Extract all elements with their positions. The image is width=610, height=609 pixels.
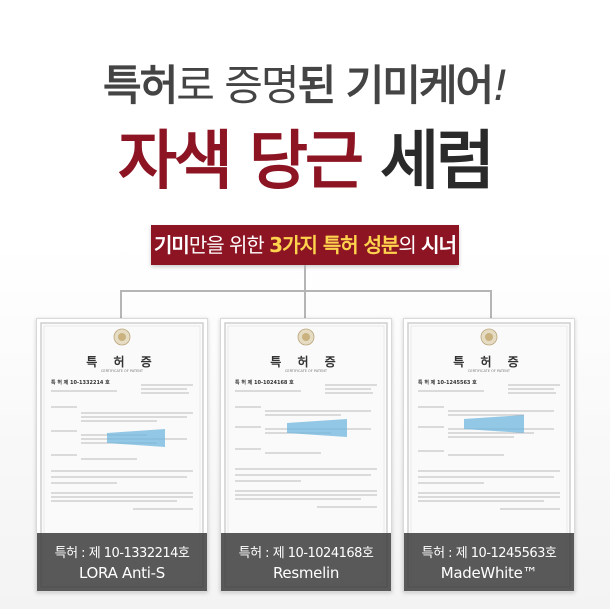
ingredient-name: LORA Anti-S [79, 564, 165, 582]
ingredient-name: MadeWhite™ [440, 564, 538, 582]
certificate-number: 특 허 제 10-1024168 호 [235, 380, 294, 386]
certificate-card-2: 특 허 증 CERTIFICATE OF PATENT 특 허 제 10-102… [220, 318, 392, 592]
title-part2: 세럼 [380, 125, 495, 199]
headline: 특허로 증명된 기미케어! [0, 52, 610, 113]
patent-number: 특허 : 제 10-1245563호 [421, 546, 557, 561]
headline-part4: 기미케어 [345, 61, 495, 110]
headline-part1: 특허 [103, 61, 178, 110]
banner-part2: 만을 위한 [188, 233, 265, 257]
banner-part1: 기미 [154, 233, 190, 257]
certificate-card-3: 특 허 증 CERTIFICATE OF PATENT 특 허 제 10-124… [403, 318, 575, 592]
certificate-title: 특 허 증 [453, 355, 525, 369]
patent-label: 특허 : 제 10-1024168호 Resmelin [221, 533, 391, 591]
certificate-title: 특 허 증 [86, 355, 158, 369]
banner-part4: 의 [398, 233, 416, 257]
headline-exclaim: ! [492, 61, 509, 110]
certificate-number: 특 허 제 10-1332214 호 [51, 380, 110, 386]
patent-label: 특허 : 제 10-1332214호 LORA Anti-S [37, 533, 207, 591]
certificate-title: 특 허 증 [270, 355, 342, 369]
certificate-subtitle: CERTIFICATE OF PATENT [100, 369, 144, 373]
product-title: 자색 당근 세럼 [0, 110, 610, 202]
headline-part3: 된 [297, 61, 337, 110]
certificate-card-1: 특 허 증 CERTIFICATE OF PATENT 특 허 제 10-133… [36, 318, 208, 592]
patent-number: 특허 : 제 10-1024168호 [238, 546, 374, 561]
synergy-banner: 기미만을 위한 3가지 특허 성분의 시너지 [151, 225, 459, 297]
title-part1: 자색 당근 [118, 125, 364, 199]
patent-number: 특허 : 제 10-1332214호 [54, 546, 190, 561]
banner-part3: 3가지 특허 성분 [269, 233, 399, 257]
certificate-subtitle: CERTIFICATE OF PATENT [467, 369, 511, 373]
certificate-subtitle: CERTIFICATE OF PATENT [284, 369, 328, 373]
patent-label: 특허 : 제 10-1245563호 MadeWhite™ [404, 533, 574, 591]
certificate-number: 특 허 제 10-1245563 호 [418, 380, 477, 386]
ingredient-name: Resmelin [272, 564, 340, 582]
headline-part2: 로 증명 [176, 61, 299, 110]
